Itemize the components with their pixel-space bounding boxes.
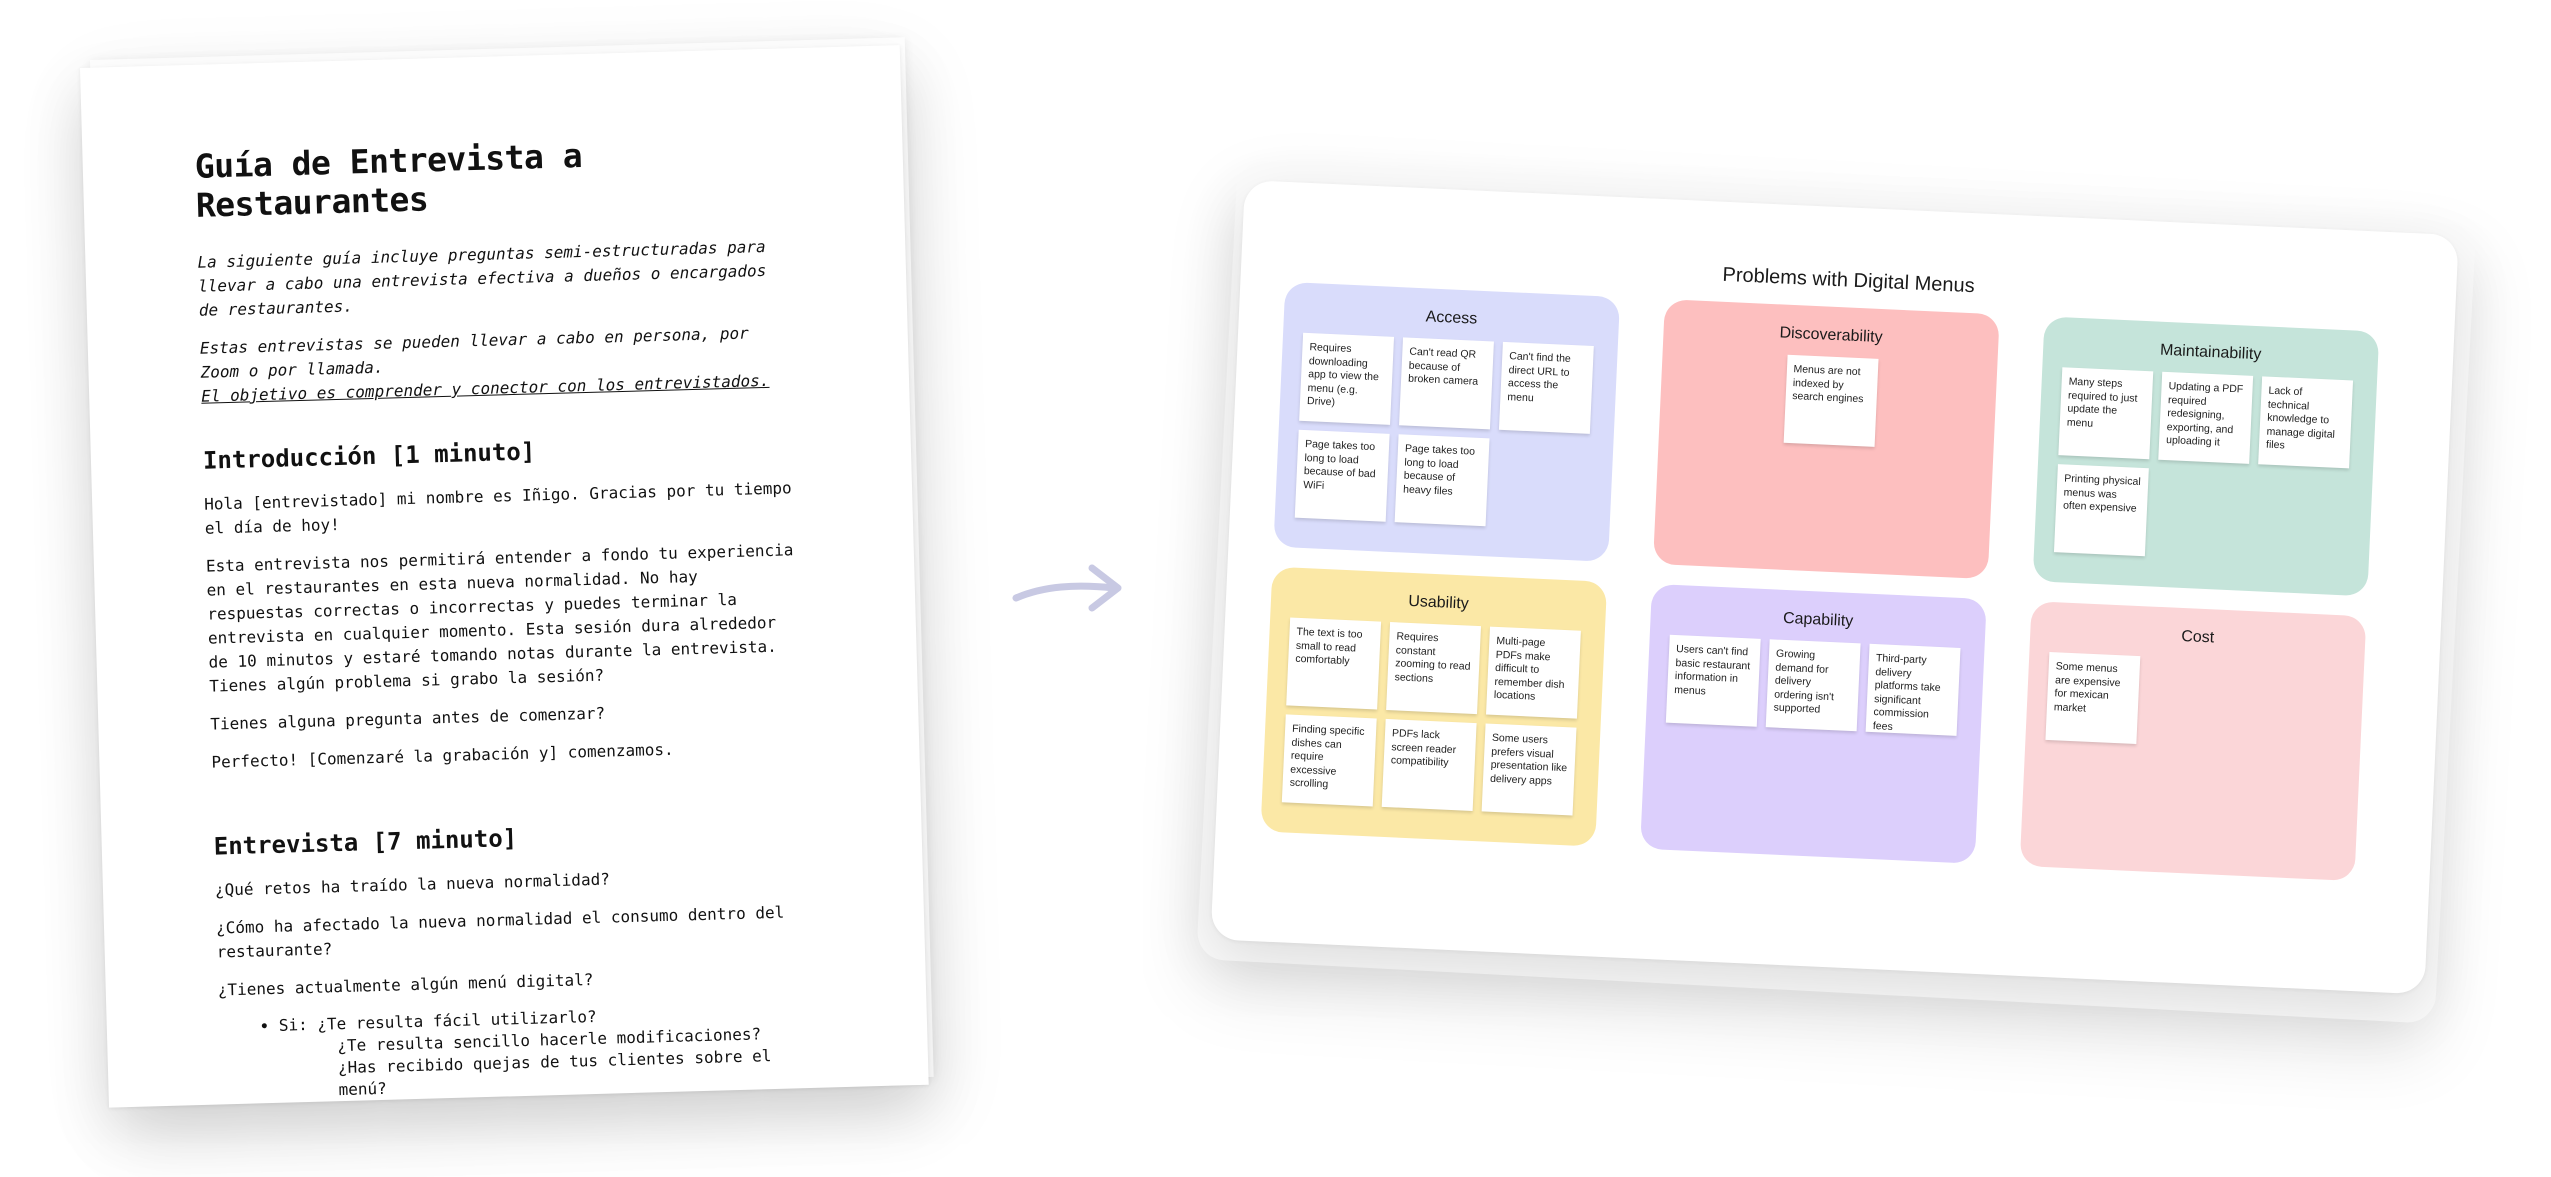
cluster-title: Discoverability — [1779, 324, 1883, 347]
sticky-note[interactable]: PDFs lack screen reader compatibility — [1381, 718, 1477, 811]
cluster-title: Access — [1425, 308, 1478, 328]
curved-arrow-right-icon — [1012, 564, 1122, 612]
follow-up-list: Si: ¿Te resulta fácil utilizarlo? ¿Te re… — [219, 1000, 809, 1104]
sticky-note[interactable]: Page takes too long to load because of h… — [1394, 434, 1490, 527]
sticky-note[interactable]: Requires downloading app to view the men… — [1299, 332, 1395, 425]
section-heading-introduction: Introducción [1 minuto] — [202, 437, 536, 475]
sticky-note[interactable]: Menus are not indexed by search engines — [1783, 354, 1879, 447]
section-heading-interview: Entrevista [7 minuto] — [213, 824, 518, 861]
sticky-note[interactable]: Users can't find basic restaurant inform… — [1665, 634, 1761, 727]
sticky-note[interactable]: Third-party delivery platforms take sign… — [1865, 643, 1961, 736]
cluster-title: Capability — [1782, 609, 1854, 631]
sticky-notes-group: Many steps required to just update the m… — [2053, 367, 2362, 565]
sticky-note[interactable]: Lack of technical knowledge to manage di… — [2258, 376, 2354, 469]
cluster-title: Maintainability — [2159, 341, 2262, 364]
sticky-note[interactable]: Multi-page PDFs make difficult to rememb… — [1486, 626, 1581, 719]
intro-paragraph-1: La siguiente guía incluye preguntas semi… — [197, 236, 767, 320]
sticky-notes-group: The text is too small to read comfortabl… — [1281, 617, 1590, 816]
sticky-notes-group: Users can't find basic restaurant inform… — [1665, 634, 1970, 737]
sticky-note[interactable]: Page takes too long to load because of b… — [1294, 429, 1390, 522]
intro-section-paragraph: Perfecto! [Comenzaré la grabación y] com… — [211, 739, 674, 772]
sticky-note[interactable]: Finding specific dishes can require exce… — [1281, 714, 1377, 807]
sticky-notes-group: Menus are not indexed by search engines — [1679, 350, 1983, 452]
sticky-notes-group: Some menus are expensive for mexican mar… — [2045, 651, 2349, 754]
intro-section-paragraph: Tienes alguna pregunta antes de comenzar… — [210, 703, 606, 734]
interview-question: ¿Tienes actualmente algún menú digital? — [217, 970, 594, 1000]
intro-section-paragraph: Hola [entrevistado] mi nombre es Iñigo. … — [203, 478, 792, 538]
sticky-note[interactable]: Updating a PDF required redesigning, exp… — [2158, 371, 2254, 464]
sticky-note[interactable]: Many steps required to just update the m… — [2058, 367, 2154, 460]
sticky-note[interactable]: Some menus are expensive for mexican mar… — [2045, 651, 2141, 745]
sticky-note[interactable]: Can't find the direct URL to access the … — [1498, 341, 1594, 434]
cluster-title: Cost — [2180, 627, 2215, 647]
sticky-note[interactable]: Some users prefers visual presentation l… — [1481, 723, 1577, 816]
section-introduction: Introducción [1 minuto] Hola [entrevista… — [203, 430, 800, 774]
interview-question: ¿Cómo ha afectado la nueva normalidad el… — [215, 902, 785, 962]
document-title: Guía de Entrevista a Restaurantes — [194, 136, 583, 225]
sticky-note[interactable]: Can't read QR because of broken camera — [1399, 337, 1494, 430]
sticky-note[interactable]: Requires constant zooming to read sectio… — [1386, 622, 1482, 715]
cluster-title: Usability — [1407, 592, 1470, 613]
section-interview: Entrevista [7 minuto] ¿Qué retos ha traí… — [213, 816, 808, 1104]
sticky-notes-group: Requires downloading app to view the men… — [1294, 332, 1603, 531]
interview-guide-document: Guía de Entrevista a Restaurantes La sig… — [80, 45, 929, 1108]
interview-question: ¿Qué retos ha traído la nueva normalidad… — [214, 869, 611, 900]
sticky-note[interactable]: The text is too small to read comfortabl… — [1286, 617, 1382, 710]
intro-paragraph-2: Estas entrevistas se pueden llevar a cab… — [200, 320, 790, 408]
follow-up-item: Si: ¿Te resulta fácil utilizarlo? ¿Te re… — [279, 1000, 809, 1103]
sticky-note[interactable]: Growing demand for delivery ordering isn… — [1765, 639, 1861, 732]
sticky-note[interactable]: Printing physical menus was often expens… — [2053, 464, 2149, 557]
intro-section-paragraph: Esta entrevista nos permitirá entender a… — [205, 540, 794, 696]
